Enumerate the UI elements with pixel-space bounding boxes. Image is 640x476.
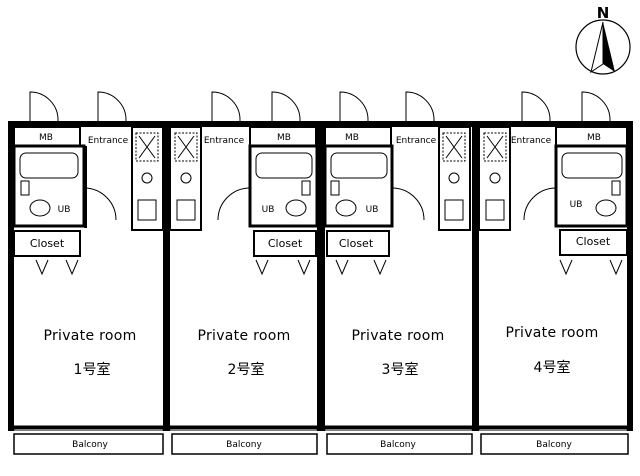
unit-4-room-label: Private room: [505, 325, 598, 341]
unit-4-ub-label: UB: [570, 200, 583, 210]
unit-1-ub-label: UB: [58, 205, 71, 215]
unit-4-mb-label: MB: [587, 133, 601, 143]
north-compass-icon: N: [575, 4, 631, 75]
unit-3-room-label: Private room: [351, 328, 444, 344]
unit-2-closet-label: Closet: [268, 237, 303, 250]
unit-4-entrance-label: Entrance: [511, 136, 552, 146]
unit-1-closet-label: Closet: [30, 237, 65, 250]
unit-3-closet-label: Closet: [339, 237, 374, 250]
unit-2-room-label: Private room: [197, 328, 290, 344]
unit-2-balcony-label: Balcony: [226, 440, 262, 450]
unit-1-entrance-label: Entrance: [88, 136, 129, 146]
entrance-doors: [29, 91, 611, 122]
unit-2: Entrance MB UB Closet Private room 2号室 B…: [169, 126, 319, 455]
unit-3-ub-label: UB: [366, 205, 379, 215]
unit-1-room-number: 1号室: [74, 361, 111, 378]
unit-1: MB UB Closet Entrance Private room 1号室 B…: [12, 126, 164, 455]
unit-1-balcony-label: Balcony: [72, 440, 108, 450]
unit-2-ub-label: UB: [262, 205, 275, 215]
unit-3: MB UB Closet Entrance Private room 3号室 B…: [323, 126, 473, 455]
compass-north-label: N: [597, 4, 610, 22]
unit-4-room-number: 4号室: [534, 359, 571, 376]
unit-3-mb-label: MB: [345, 133, 359, 143]
unit-4-closet-label: Closet: [576, 235, 611, 248]
unit-3-entrance-label: Entrance: [396, 136, 437, 146]
unit-4: Entrance MB UB Closet Private room 4号室 B…: [478, 126, 629, 455]
unit-3-room-number: 3号室: [382, 361, 419, 378]
unit-2-room-number: 2号室: [228, 361, 265, 378]
side-windows: [9, 268, 632, 296]
building-walls: [8, 121, 633, 431]
unit-1-room-label: Private room: [43, 328, 136, 344]
unit-2-mb-label: MB: [277, 133, 291, 143]
unit-1-mb-label: MB: [39, 133, 53, 143]
unit-4-balcony-label: Balcony: [536, 440, 572, 450]
unit-3-balcony-label: Balcony: [380, 440, 416, 450]
unit-2-entrance-label: Entrance: [204, 136, 245, 146]
